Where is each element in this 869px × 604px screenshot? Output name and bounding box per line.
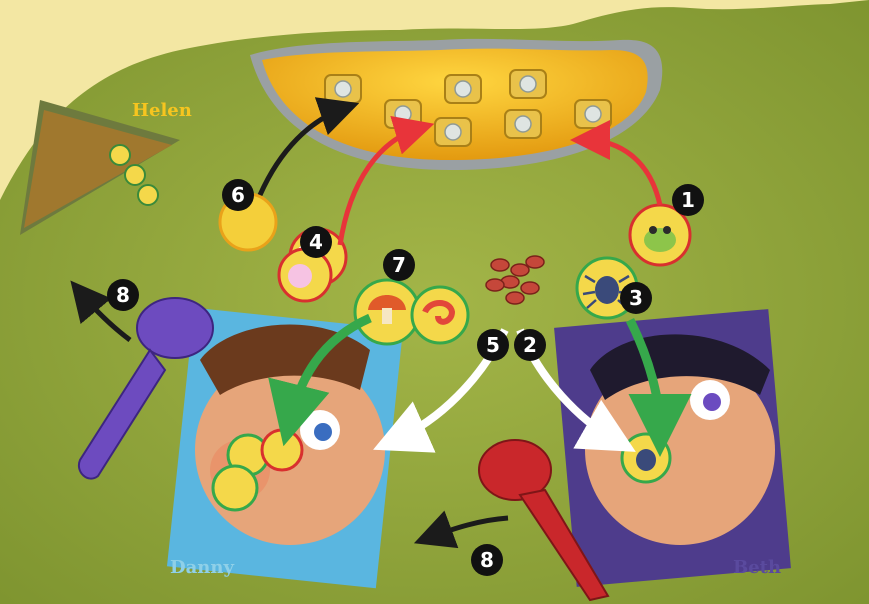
player-label-beth: Beth [733, 557, 781, 578]
svg-text:8: 8 [116, 283, 130, 307]
svg-text:3: 3 [629, 286, 643, 310]
step-badge-6: 6 [222, 179, 254, 211]
step-badge-4: 4 [300, 226, 332, 258]
player-label-danny: Danny [170, 557, 234, 578]
step-badge-8-top: 8 [107, 279, 139, 311]
svg-text:5: 5 [486, 333, 500, 357]
eyeball-token-2[interactable] [279, 249, 331, 301]
svg-text:8: 8 [480, 548, 494, 572]
svg-text:2: 2 [523, 333, 537, 357]
step-badge-5: 5 [477, 329, 509, 361]
step-badge-8-bottom: 8 [471, 544, 503, 576]
mushroom-token-icon[interactable] [355, 280, 419, 344]
step-badge-3: 3 [620, 282, 652, 314]
beth-character-card[interactable] [554, 309, 791, 587]
step-badge-2: 2 [514, 329, 546, 361]
svg-text:1: 1 [681, 188, 695, 212]
step-badge-1: 1 [672, 184, 704, 216]
svg-text:7: 7 [392, 253, 406, 277]
step-badge-7: 7 [383, 249, 415, 281]
svg-text:6: 6 [231, 183, 245, 207]
spider-token-on-beth [622, 434, 670, 482]
worm-token-icon[interactable] [412, 287, 468, 343]
player-label-helen: Helen [132, 100, 192, 121]
svg-text:4: 4 [309, 230, 323, 254]
